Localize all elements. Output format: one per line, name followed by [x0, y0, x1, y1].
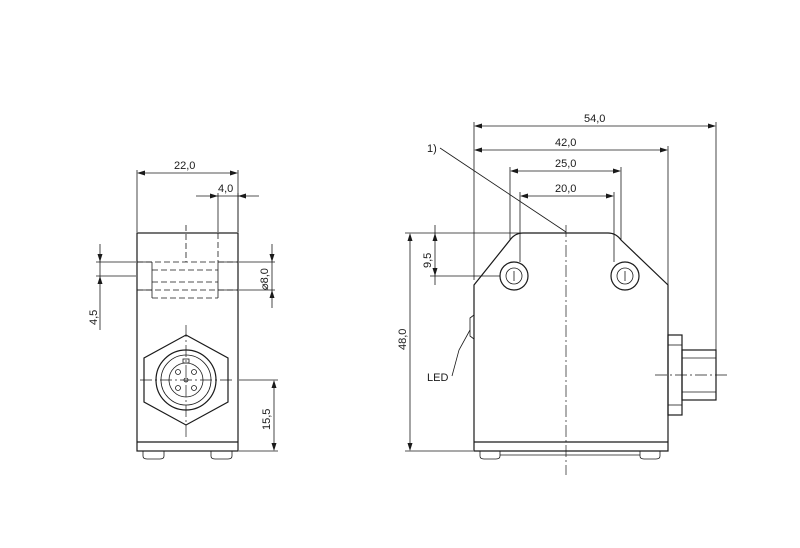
side-foot-left	[479, 451, 501, 460]
dim-front-slot: 4,0	[218, 183, 233, 195]
dim-front-hole-pos: 4,5	[88, 310, 100, 325]
side-body-outline	[473, 232, 669, 452]
front-connector-ring-outer	[155, 349, 217, 411]
side-mount-hole-right-inner	[616, 267, 634, 285]
connector-pin	[175, 369, 181, 375]
dim-front-width: 22,0	[174, 160, 195, 172]
front-connector-ring-inner	[160, 354, 212, 406]
dim-side-total-width: 54,0	[584, 113, 605, 125]
side-view: 54,0 42,0 25,0 20,0 1) 9,5	[397, 113, 730, 475]
front-foot-left	[142, 451, 165, 460]
dim-front-connector-height: 15,5	[261, 409, 273, 430]
dim-side-body-width: 42,0	[555, 137, 576, 149]
side-mount-hole-left-inner	[505, 267, 523, 285]
front-view: 22,0 4,0 ⌀8,0 4,5 15,5	[88, 160, 278, 460]
dim-side-hole-pitch: 20,0	[555, 183, 576, 195]
front-hex-nut	[143, 334, 229, 426]
dim-side-total-height: 48,0	[397, 329, 409, 350]
front-body-outline	[136, 232, 239, 452]
side-mount-hole-right	[610, 261, 640, 291]
led-indicator	[469, 314, 475, 340]
connector-pin	[191, 369, 197, 375]
connector-pin	[191, 385, 197, 391]
connector-pin	[175, 385, 181, 391]
dim-side-hole-height: 9,5	[422, 253, 434, 268]
note-marker: 1)	[427, 143, 437, 155]
dim-side-hole-outer: 25,0	[555, 158, 576, 170]
connector-pin	[183, 377, 189, 383]
dim-front-hole-diameter: ⌀8,0	[259, 268, 271, 290]
front-foot-right	[210, 451, 233, 460]
side-foot-right	[639, 451, 661, 460]
led-label: LED	[427, 372, 448, 384]
